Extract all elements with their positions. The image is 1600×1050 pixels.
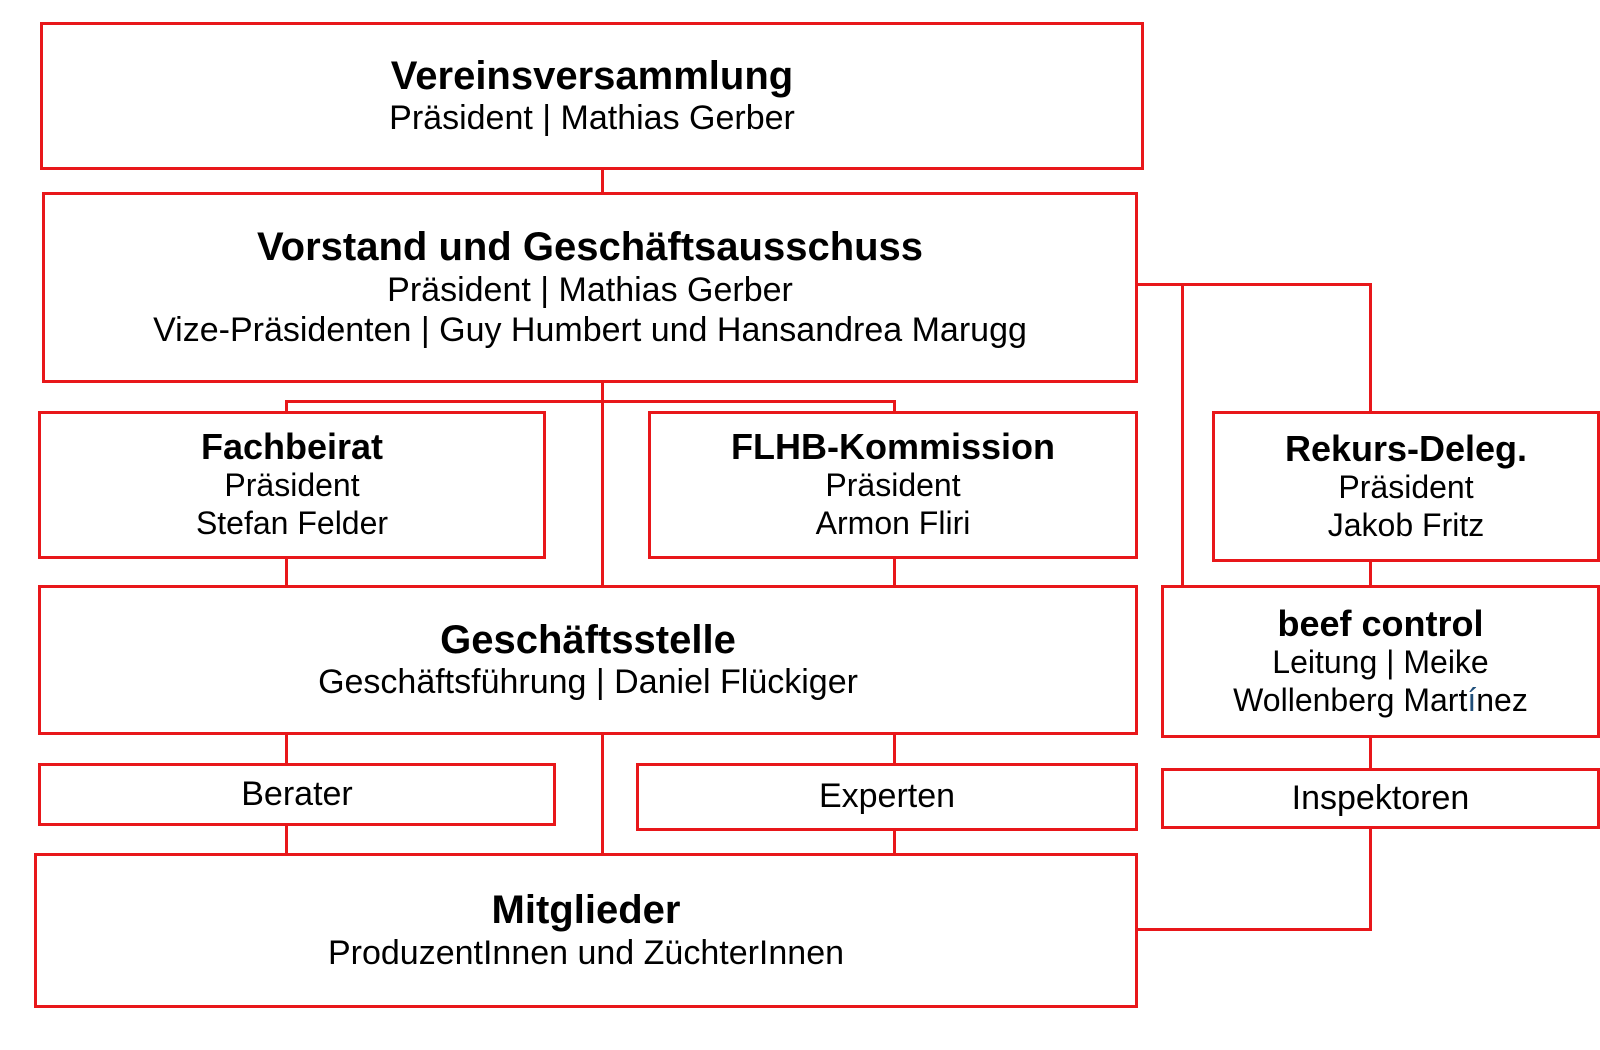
node-title: Rekurs-Deleg. bbox=[1284, 427, 1528, 469]
connector-drop-flhb bbox=[893, 400, 896, 412]
node-vereinsversammlung[interactable]: Vereinsversammlung Präsident | Mathias G… bbox=[40, 22, 1144, 170]
node-vorstand-geschaeftsausschuss[interactable]: Vorstand und Geschäftsausschuss Präsiden… bbox=[42, 192, 1138, 383]
node-title: Fachbeirat bbox=[200, 426, 384, 468]
node-subline-2: Vize-Präsidenten | Guy Humbert und Hansa… bbox=[153, 310, 1027, 349]
node-geschaeftsstelle[interactable]: Geschäftsstelle Geschäftsführung | Danie… bbox=[38, 585, 1138, 735]
connector-experten-mitglieder bbox=[893, 826, 896, 853]
connector-drop-rekurs-deleg bbox=[1369, 283, 1372, 413]
node-subline-2: Jakob Fritz bbox=[1327, 506, 1485, 543]
node-experten[interactable]: Experten bbox=[636, 763, 1138, 831]
connector-vereinsversammlung-vorstand bbox=[601, 170, 604, 192]
node-subline-1: ProduzentInnen und ZüchterInnen bbox=[327, 933, 845, 972]
node-title: beef control bbox=[1277, 602, 1484, 644]
node-title: Mitglieder bbox=[491, 888, 681, 933]
connector-geschaeftsstelle-berater bbox=[285, 735, 288, 763]
node-title: Geschäftsstelle bbox=[440, 617, 736, 662]
node-inspektoren[interactable]: Inspektoren bbox=[1161, 768, 1600, 829]
node-subline-1: Präsident bbox=[1338, 468, 1474, 505]
connector-beefcontrol-inspektoren bbox=[1369, 738, 1372, 768]
node-title: Experten bbox=[818, 777, 956, 816]
connector-geschaeftsstelle-mitglieder bbox=[601, 735, 604, 853]
node-subline-2: Wollenberg Martínez bbox=[1233, 682, 1528, 720]
node-subline-2: Armon Fliri bbox=[815, 505, 971, 542]
node-rekurs-deleg[interactable]: Rekurs-Deleg. Präsident Jakob Fritz bbox=[1212, 411, 1600, 562]
beef-control-name-accent: í bbox=[1467, 681, 1477, 718]
connector-vorstand-geschaeftsstelle bbox=[601, 383, 604, 585]
node-title: Berater bbox=[241, 774, 353, 813]
connector-drop-fachbeirat bbox=[285, 400, 288, 412]
node-subline-1: Präsident | Mathias Gerber bbox=[389, 99, 795, 138]
node-subline-1: Geschäftsführung | Daniel Flückiger bbox=[318, 663, 858, 702]
node-subline-1: Präsident bbox=[825, 467, 961, 504]
node-title: FLHB-Kommission bbox=[731, 426, 1055, 468]
node-flhb-kommission[interactable]: FLHB-Kommission Präsident Armon Fliri bbox=[648, 411, 1138, 559]
node-title: Inspektoren bbox=[1291, 778, 1470, 817]
connector-fachbeirat-geschaeftsstelle bbox=[285, 559, 288, 585]
beef-control-name-before: Wollenberg Mart bbox=[1233, 681, 1468, 718]
node-subline-1: Präsident bbox=[224, 467, 360, 504]
connector-berater-mitglieder bbox=[285, 826, 288, 853]
node-mitglieder[interactable]: Mitglieder ProduzentInnen und ZüchterInn… bbox=[34, 853, 1138, 1008]
node-berater[interactable]: Berater bbox=[38, 763, 556, 826]
connector-right-rail-beefcontrol bbox=[1181, 283, 1184, 586]
connector-flhb-geschaeftsstelle bbox=[893, 559, 896, 585]
node-title: Vorstand und Geschäftsausschuss bbox=[256, 224, 924, 269]
beef-control-name-after: nez bbox=[1476, 681, 1528, 718]
node-subline-1: Leitung | Meike bbox=[1272, 643, 1489, 680]
connector-geschaeftsstelle-experten bbox=[893, 735, 896, 763]
connector-inspektoren-down bbox=[1369, 829, 1372, 931]
node-title: Vereinsversammlung bbox=[390, 53, 794, 98]
node-beef-control[interactable]: beef control Leitung | Meike Wollenberg … bbox=[1161, 585, 1600, 738]
connector-vorstand-right-branch bbox=[1138, 283, 1372, 286]
node-subline-1: Präsident | Mathias Gerber bbox=[387, 270, 793, 309]
connector-rekurs-beefcontrol bbox=[1369, 562, 1372, 588]
connector-inspektoren-to-mitglieder bbox=[1136, 928, 1372, 931]
connector-bar-vorstand-children bbox=[285, 400, 895, 403]
node-fachbeirat[interactable]: Fachbeirat Präsident Stefan Felder bbox=[38, 411, 546, 559]
node-subline-2: Stefan Felder bbox=[195, 505, 389, 542]
